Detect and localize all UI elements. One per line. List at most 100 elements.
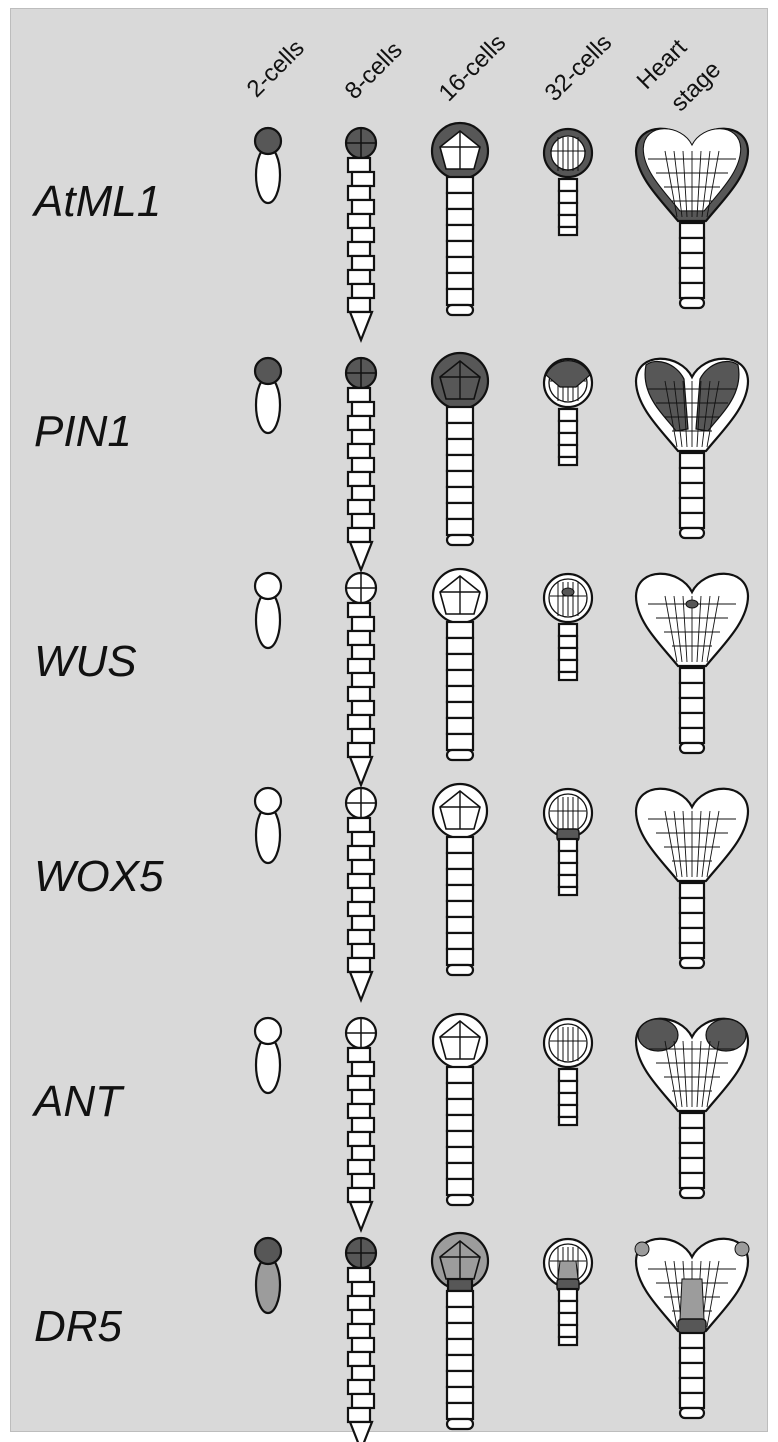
pin1-suspensor-cell <box>352 402 374 416</box>
atml1-suspensor-end <box>680 298 704 308</box>
dr5-suspensor-cell <box>352 1282 374 1296</box>
atml1-suspensor-cell <box>348 242 370 256</box>
atml1-suspensor-cell <box>348 270 370 284</box>
dr5-suspensor-cell <box>680 1348 704 1363</box>
wus-heart-stage-embryo <box>636 574 748 753</box>
pin1-suspensor-cell <box>348 528 370 542</box>
dr5-suspensor-cell <box>447 1307 473 1323</box>
dr5-suspensor-cell <box>447 1291 473 1307</box>
pin1-2-cell-embryo <box>255 358 281 433</box>
dr5-suspensor-cell <box>559 1313 577 1325</box>
wox5-suspensor-end <box>559 887 577 895</box>
wox5-suspensor-cell <box>348 958 370 972</box>
embryo-row-wus <box>255 569 748 785</box>
wus-suspensor-cell <box>680 668 704 683</box>
dr5-suspensor-cell <box>559 1301 577 1313</box>
pin1-8-cell-embryo <box>346 358 376 570</box>
pin1-hypophysis-tip <box>350 542 372 570</box>
dr5-cotyledon-tip-right <box>735 1242 749 1256</box>
wus-suspensor-cell <box>680 683 704 698</box>
wus-suspensor-cell <box>559 636 577 648</box>
atml1-8-cell-embryo <box>346 128 376 340</box>
dr5-8-cell-embryo <box>346 1238 376 1442</box>
pin1-suspensor-cell <box>559 433 577 445</box>
embryo-row-pin1 <box>255 353 748 570</box>
pin1-32-cell-embryo <box>544 359 592 465</box>
wus-suspensor-cell <box>447 734 473 750</box>
dr5-expression-domain <box>558 1261 578 1279</box>
wus-suspensor-cell <box>680 698 704 713</box>
wox5-8-cell-embryo <box>346 788 376 1000</box>
dr5-apical-cell <box>255 1238 281 1264</box>
atml1-suspensor-cell <box>447 257 473 273</box>
wus-suspensor-end <box>680 743 704 753</box>
embryo-row-atml1 <box>255 123 748 340</box>
dr5-cotyledon-tip-left <box>635 1242 649 1256</box>
wox5-suspensor-cell <box>348 902 370 916</box>
dr5-suspensor-end <box>447 1419 473 1429</box>
atml1-suspensor-cell <box>352 228 374 242</box>
dr5-suspensor-cell <box>447 1371 473 1387</box>
dr5-suspensor-end <box>559 1337 577 1345</box>
ant-suspensor-cell <box>680 1128 704 1143</box>
wus-suspensor-cell <box>447 654 473 670</box>
ant-suspensor-cell <box>352 1174 374 1188</box>
wus-suspensor-cell <box>348 659 370 673</box>
wox5-suspensor-cell <box>559 839 577 851</box>
ant-suspensor-cell <box>680 1173 704 1188</box>
pin1-suspensor-cell <box>352 430 374 444</box>
pin1-suspensor-cell <box>447 455 473 471</box>
wox5-32-cell-embryo <box>544 789 592 895</box>
ant-expression-domain-right <box>706 1019 746 1051</box>
ant-apical-cell <box>255 1018 281 1044</box>
embryo-row-dr5 <box>255 1233 749 1442</box>
atml1-apical-cell <box>255 128 281 154</box>
dr5-suspensor-cell <box>348 1352 370 1366</box>
pin1-suspensor-cell <box>447 407 473 423</box>
pin1-suspensor-cell <box>559 409 577 421</box>
atml1-2-cell-embryo <box>255 128 281 203</box>
ant-basal-cell <box>256 1037 280 1093</box>
wox5-2-cell-embryo <box>255 788 281 863</box>
dr5-suspensor-cell <box>447 1403 473 1419</box>
pin1-heart-stage-embryo <box>636 359 748 538</box>
atml1-suspensor-cell <box>680 223 704 238</box>
pin1-suspensor-cell <box>348 416 370 430</box>
dr5-suspensor-cell <box>352 1366 374 1380</box>
pin1-apical-cell <box>255 358 281 384</box>
atml1-suspensor-end <box>559 227 577 235</box>
dr5-32-cell-embryo <box>544 1239 592 1345</box>
wox5-suspensor-end <box>447 965 473 975</box>
atml1-suspensor-cell <box>352 172 374 186</box>
ant-suspensor-cell <box>348 1104 370 1118</box>
atml1-basal-cell <box>256 147 280 203</box>
wus-hypophysis-tip <box>350 757 372 785</box>
wus-expression-domain <box>562 588 574 596</box>
wus-suspensor-cell <box>680 728 704 743</box>
pin1-suspensor-cell <box>559 421 577 433</box>
atml1-suspensor-cell <box>680 283 704 298</box>
wus-16-cell-embryo <box>433 569 487 760</box>
atml1-suspensor-cell <box>348 158 370 172</box>
pin1-suspensor-end <box>559 457 577 465</box>
wus-suspensor-cell <box>447 638 473 654</box>
ant-heart-stage-embryo <box>636 1019 748 1198</box>
ant-suspensor-cell <box>348 1076 370 1090</box>
atml1-suspensor-cell <box>447 193 473 209</box>
wus-apical-cell <box>255 573 281 599</box>
ant-2-cell-embryo <box>255 1018 281 1093</box>
wox5-suspensor-cell <box>348 846 370 860</box>
wox5-suspensor-cell <box>447 885 473 901</box>
atml1-suspensor-cell <box>352 284 374 298</box>
pin1-suspensor-cell <box>348 500 370 514</box>
ant-suspensor-cell <box>447 1099 473 1115</box>
ant-suspensor-cell <box>447 1131 473 1147</box>
atml1-suspensor-cell <box>352 200 374 214</box>
dr5-16-cell-embryo <box>432 1233 488 1429</box>
wus-suspensor-cell <box>352 617 374 631</box>
wus-suspensor-end <box>559 672 577 680</box>
wox5-suspensor-cell <box>447 933 473 949</box>
wox5-suspensor-cell <box>352 832 374 846</box>
ant-suspensor-cell <box>447 1147 473 1163</box>
